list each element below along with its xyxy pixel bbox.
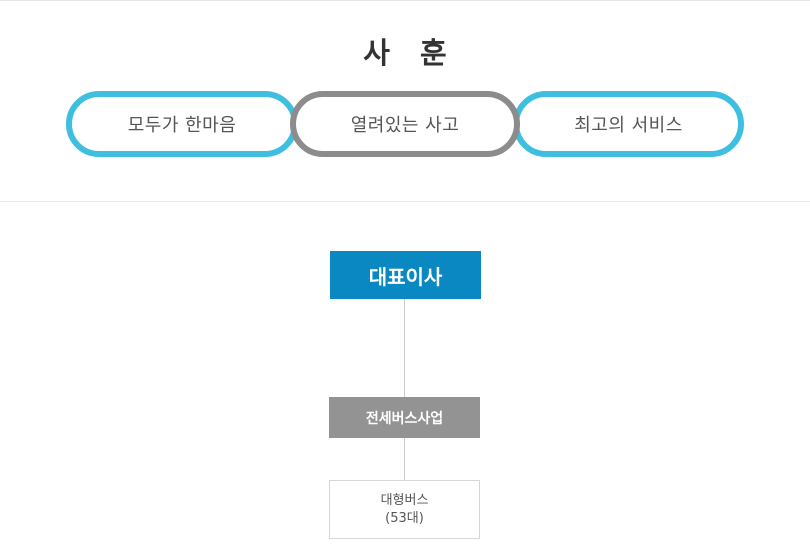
org-node-ceo: 대표이사: [330, 251, 481, 299]
org-node-large-bus: 대형버스 (53대): [329, 480, 480, 539]
top-divider: [0, 0, 810, 1]
org-connector-line: [404, 438, 405, 480]
motto-title: 사 훈: [363, 36, 457, 70]
org-node-charter-bus-division: 전세버스사업: [329, 397, 480, 438]
motto-item-unity: 모두가 한마음: [66, 91, 298, 157]
org-node-count: (53대): [385, 510, 424, 526]
org-node-label: 대형버스: [380, 492, 429, 508]
org-connector-line: [404, 299, 405, 397]
motto-item-label: 최고의 서비스: [574, 115, 683, 136]
motto-item-label: 모두가 한마음: [127, 115, 237, 136]
motto-item-open-mind: 열려있는 사고: [290, 91, 520, 157]
org-node-label: 전세버스사업: [365, 410, 444, 427]
motto-item-label: 열려있는 사고: [350, 115, 460, 136]
section-divider: [0, 201, 810, 202]
motto-item-best-service: 최고의 서비스: [513, 91, 744, 157]
org-node-label: 대표이사: [368, 264, 443, 289]
